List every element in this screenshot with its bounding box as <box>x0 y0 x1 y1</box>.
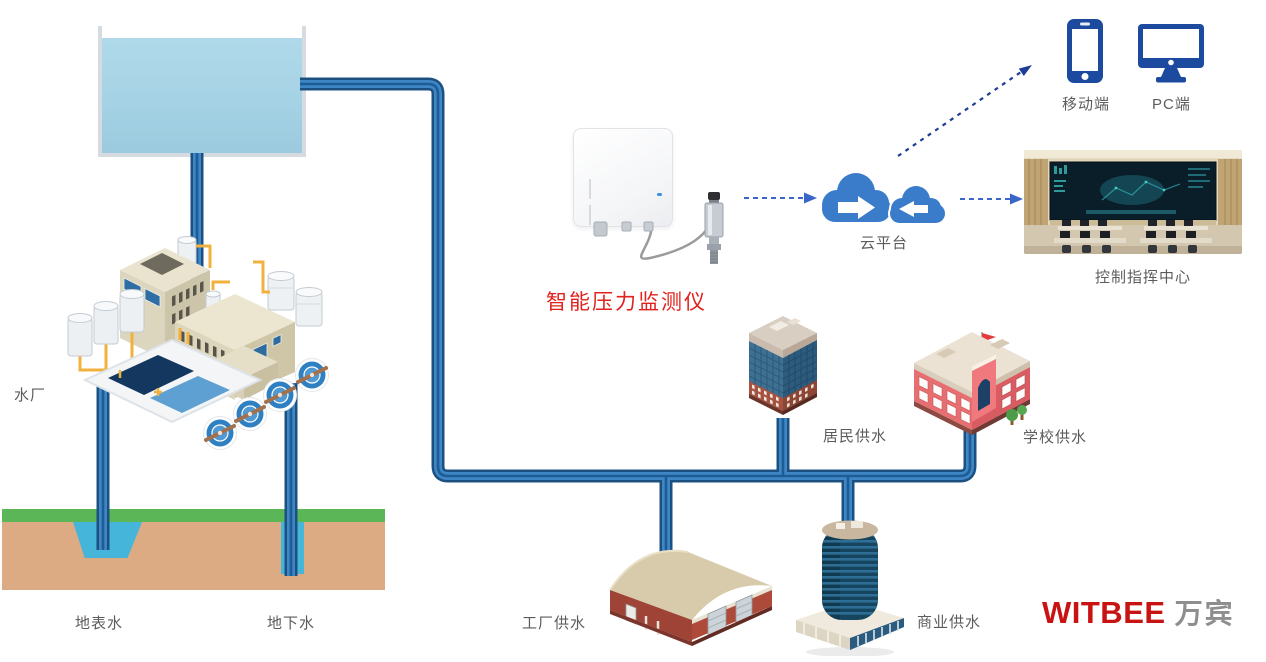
label-factory-supply: 工厂供水 <box>522 615 587 632</box>
plant-treatment-pools <box>82 338 263 424</box>
soil-block <box>2 522 385 590</box>
label-commercial-supply: 商业供水 <box>917 614 982 631</box>
arrow-cloud-to-control-center <box>960 193 1023 205</box>
school-bushes <box>1006 405 1027 425</box>
pipes <box>96 77 977 576</box>
arrow-device-to-cloud <box>744 192 817 204</box>
school-building <box>914 332 1030 436</box>
control-screen-content <box>1054 165 1210 214</box>
commercial-tower <box>822 520 878 620</box>
device-side-markings <box>589 179 591 199</box>
device-connectors <box>593 221 654 237</box>
control-room-desks <box>1054 220 1212 253</box>
cloud-upload-arrow <box>838 196 875 219</box>
cloud-sync-icon <box>822 173 947 225</box>
device-led <box>657 193 662 196</box>
label-device-title: 智能压力监测仪 <box>546 291 707 314</box>
water-plant-illustration <box>67 236 329 450</box>
plant-storage-tanks <box>253 260 323 327</box>
plant-silos <box>67 289 156 380</box>
tank-water <box>102 38 302 153</box>
desktop-monitor-icon <box>1138 24 1204 83</box>
label-residential-supply: 居民供水 <box>823 428 888 445</box>
label-underground-water: 地下水 <box>267 615 316 632</box>
label-mobile: 移动端 <box>1062 96 1111 113</box>
label-pc: PC端 <box>1152 96 1191 113</box>
factory-building <box>609 549 772 646</box>
plant-clarifiers <box>203 358 329 450</box>
witbee-logo: WITBEE 万宾 <box>1042 592 1235 632</box>
residential-building <box>749 316 817 416</box>
pressure-sensor-probe <box>639 192 724 264</box>
control-room-photo <box>1024 150 1242 254</box>
label-water-plant: 水厂 <box>14 387 47 404</box>
label-control-center: 控制指挥中心 <box>1094 269 1191 286</box>
arrow-cloud-to-clients <box>897 65 1032 157</box>
cloud-download-arrow <box>899 201 928 217</box>
logo-wordmark-en: WITBEE <box>1042 595 1166 630</box>
label-school-supply: 学校供水 <box>1023 429 1088 446</box>
commercial-building <box>796 520 904 656</box>
school-entrance-tower <box>972 354 996 422</box>
label-cloud-platform: 云平台 <box>859 235 908 252</box>
smartphone-icon <box>1067 19 1103 83</box>
pressure-monitor-device <box>573 128 673 227</box>
logo-wordmark-cn: 万宾 <box>1174 598 1235 629</box>
label-surface-water: 地表水 <box>75 615 124 632</box>
